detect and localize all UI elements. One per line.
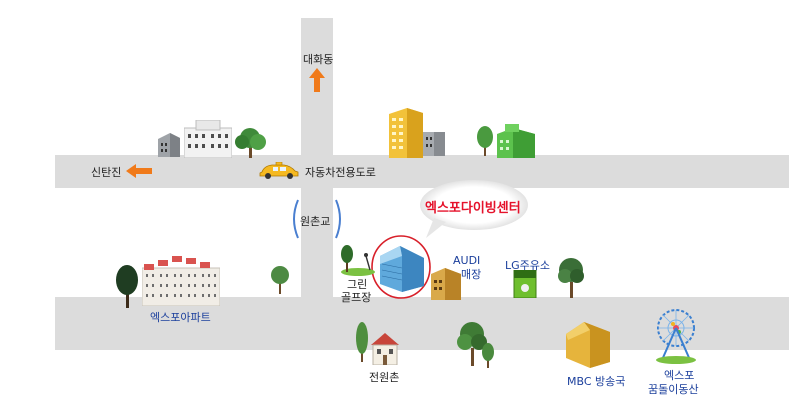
apartment-building-icon [142, 256, 220, 306]
house-icon [371, 333, 399, 365]
grey-building-icon [158, 133, 180, 157]
left-arrow-icon [126, 164, 152, 178]
label-audi-2: 매장 [461, 268, 482, 281]
tree-icon [235, 128, 266, 158]
label-jeonwonchon: 전원촌 [369, 371, 400, 384]
label-audi-1: AUDI [453, 254, 481, 267]
label-wonchongyo: 원촌교 [300, 215, 331, 228]
audi-building-icon [431, 268, 461, 300]
yellow-tower-icon [389, 108, 423, 158]
highlight-ring [371, 235, 431, 299]
tree-icon [116, 265, 138, 308]
ferris-wheel-icon [656, 309, 696, 364]
callout-label: 엑스포다이빙센터 [425, 201, 521, 216]
label-expo-park-2: 꿈돌이동산 [648, 383, 699, 396]
up-arrow-icon [309, 68, 325, 92]
white-building-icon [184, 120, 232, 158]
grey-building-icon [423, 132, 445, 156]
mbc-building-icon [566, 322, 610, 368]
label-expo-park-1: 엑스포 [664, 369, 695, 382]
tree-icon [477, 126, 493, 156]
green-building-icon [497, 124, 535, 158]
label-green-golf-2: 골프장 [341, 291, 372, 304]
label-lg-gas: LG주유소 [505, 259, 551, 272]
label-expressway: 자동차전용도로 [305, 166, 376, 179]
tree-icon [356, 322, 368, 362]
dive-center-building-icon [380, 246, 424, 292]
golf-course-icon [341, 245, 375, 276]
label-expo-apt: 엑스포아파트 [150, 311, 211, 324]
tree-icon [457, 322, 487, 366]
expressway-road [55, 155, 789, 188]
gas-station-icon [513, 270, 537, 298]
bridge-icon [293, 199, 341, 239]
taxi-icon [259, 162, 299, 179]
label-green-golf-1: 그린 [347, 278, 368, 291]
callout-bubble [420, 180, 528, 238]
tree-icon [558, 258, 584, 298]
tree-icon [482, 343, 494, 368]
tree-icon [271, 266, 289, 294]
label-mbc: MBC 방송국 [567, 375, 626, 388]
label-sintanjin: 신탄진 [91, 166, 122, 179]
label-daehwa: 대화동 [303, 53, 334, 66]
